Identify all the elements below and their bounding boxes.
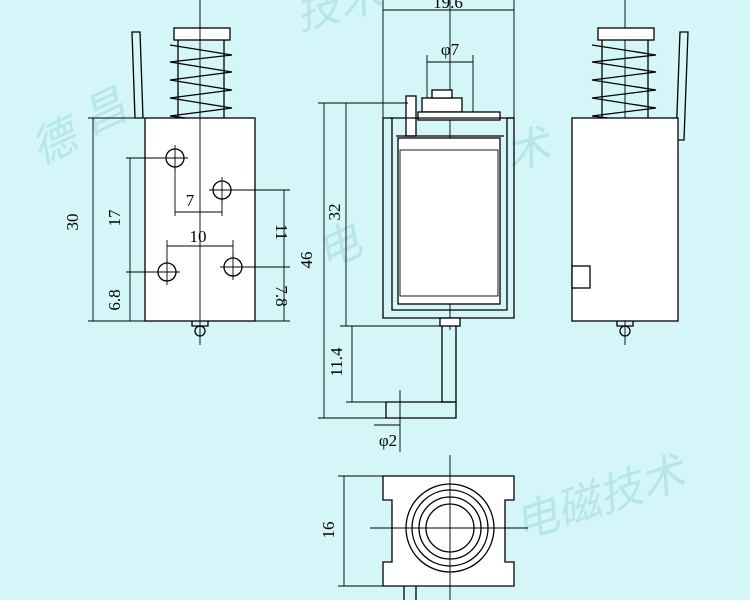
left-terminal (131, 31, 144, 119)
dim-phi2: φ2 (379, 431, 397, 450)
watermark-top: 技术 (290, 0, 392, 41)
watermark-char-2: 昌 (73, 80, 135, 145)
bottom-end-view: 16 (319, 455, 528, 600)
right-side-view (571, 0, 689, 345)
dim-30: 30 (63, 214, 82, 231)
center-section-view: 19.6 φ7 46 32 11.4 (297, 0, 515, 452)
left-side-view: 30 17 6.8 7 10 11 7.8 (63, 0, 291, 345)
watermark-mid: 术 (500, 119, 560, 181)
dim-11-4: 11.4 (327, 347, 346, 377)
dim-7-8: 7.8 (272, 285, 291, 306)
dim-16: 16 (319, 522, 338, 539)
dim-10: 10 (190, 227, 207, 246)
dim-17: 17 (105, 209, 124, 227)
dim-7: 7 (186, 191, 195, 210)
dim-32: 32 (325, 204, 344, 221)
dim-46: 46 (297, 252, 316, 269)
dim-19-6: 19.6 (433, 0, 463, 12)
spring (169, 27, 233, 125)
dim-6-8: 6.8 (105, 289, 124, 310)
watermark-right: 电磁技术 (508, 446, 695, 550)
watermark-char-3: 电 (308, 214, 371, 280)
dim-11: 11 (272, 224, 291, 240)
